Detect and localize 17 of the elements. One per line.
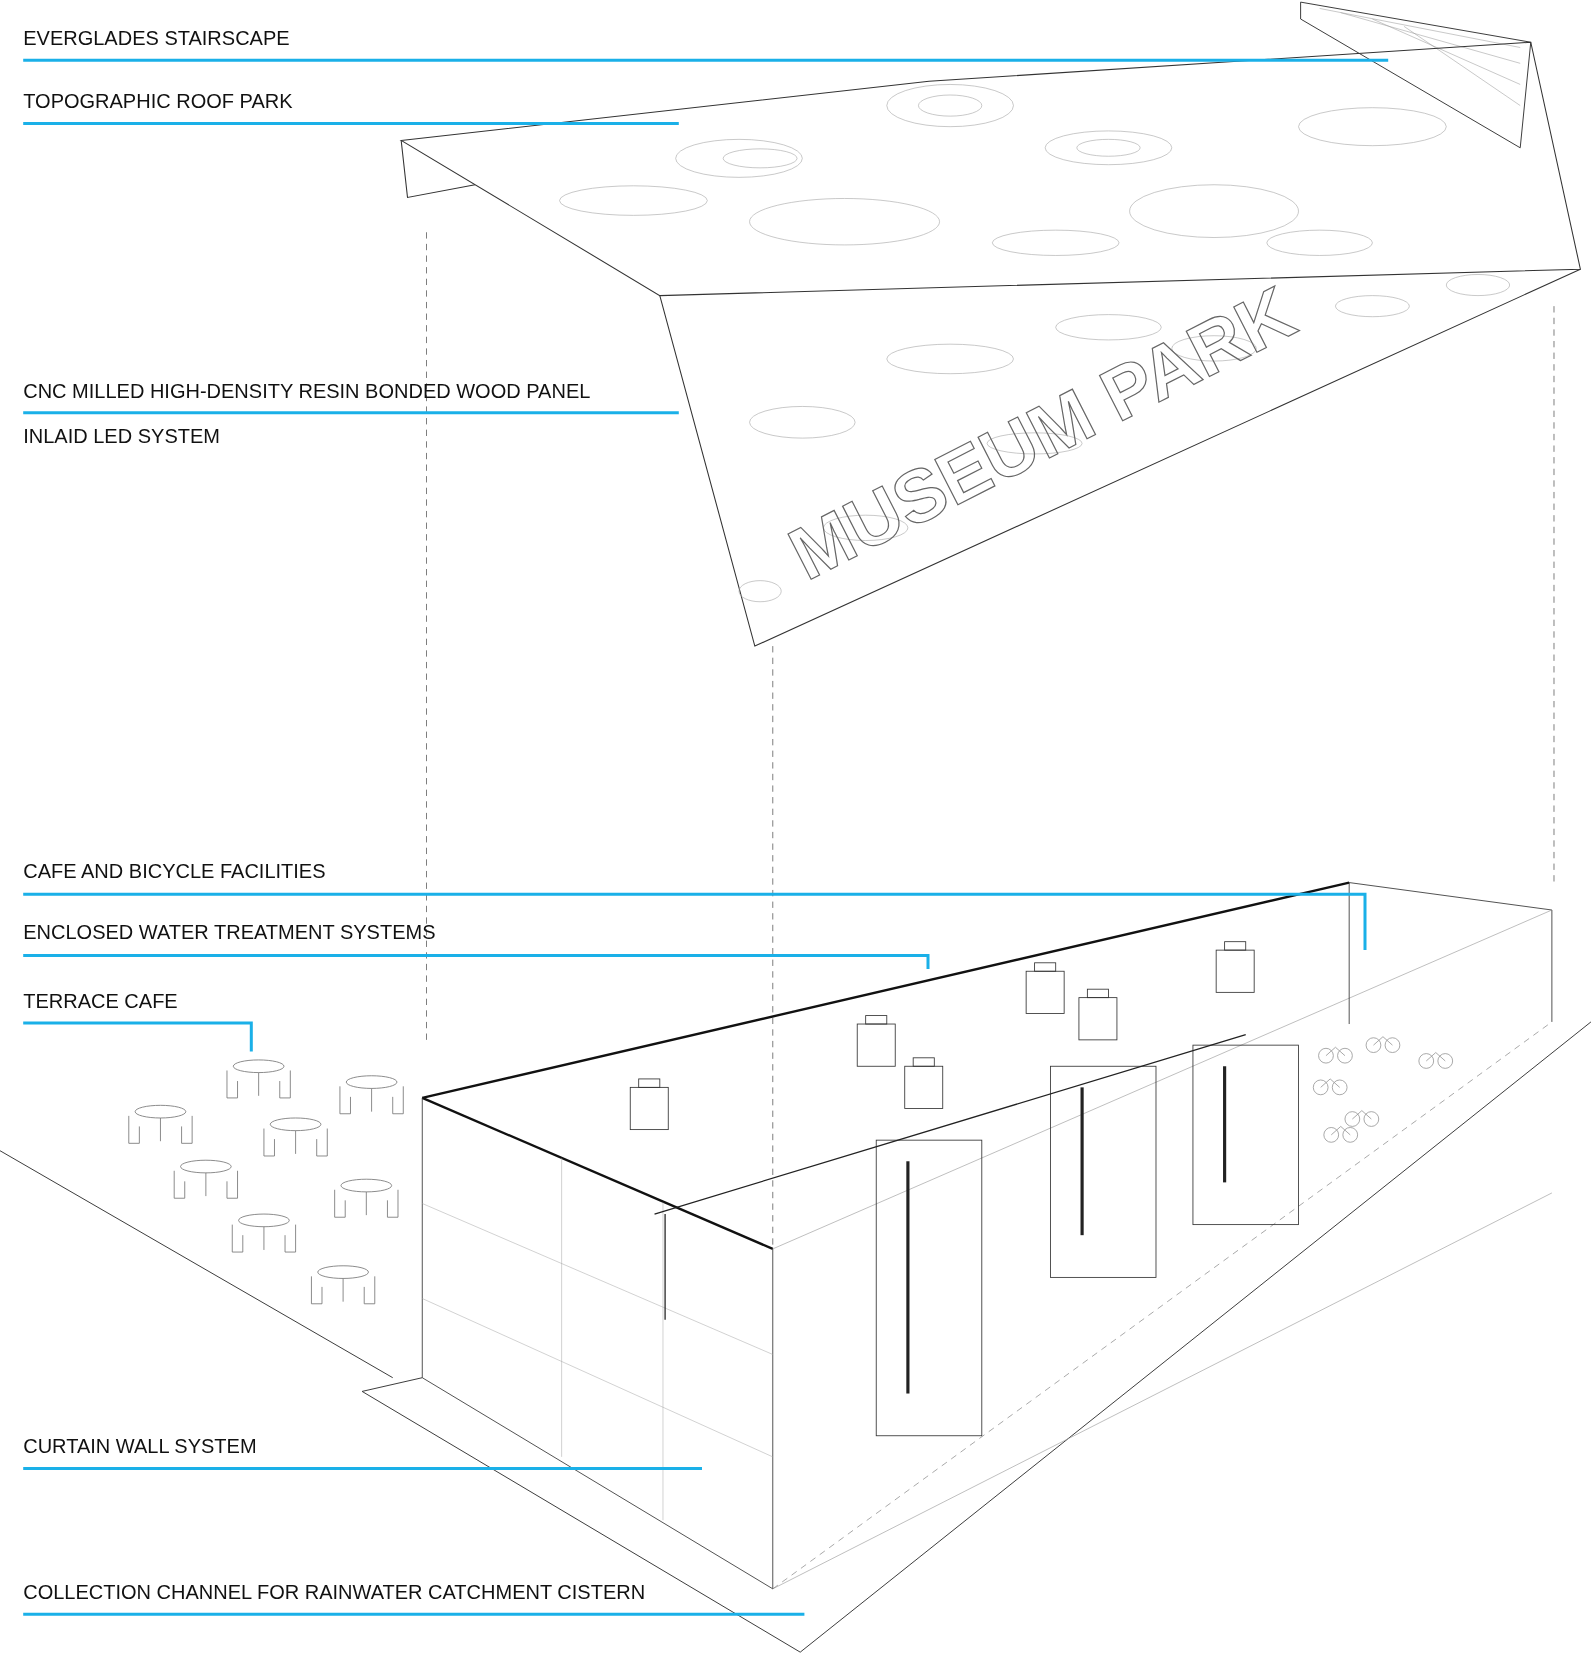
leader-line (23, 1467, 702, 1470)
leader-line (23, 892, 1367, 951)
callout-label: CURTAIN WALL SYSTEM (23, 1434, 257, 1459)
callout-label: EVERGLADES STAIRSCAPE (23, 26, 290, 50)
leader-line (23, 953, 930, 970)
leader-line (23, 1612, 805, 1616)
callout-label: TERRACE CAFE (23, 988, 178, 1013)
leader-line (23, 122, 679, 125)
callout-label: ENCLOSED WATER TREATMENT SYSTEMS (23, 920, 436, 945)
callout-label: COLLECTION CHANNEL FOR RAINWATER CATCHMENT CISTERN (23, 1580, 646, 1604)
callout-label: CAFE AND BICYCLE FACILITIES (23, 858, 326, 883)
part-label: INLAID LED SYSTEM (23, 424, 220, 448)
leader-line (23, 1021, 253, 1052)
leader-line (23, 411, 679, 415)
leader-line (23, 58, 1389, 62)
callout-label: CNC MILLED HIGH-DENSITY RESIN BONDED WOOD PANEL (23, 378, 591, 403)
callout-label: TOPOGRAPHIC ROOF PARK (23, 89, 293, 114)
